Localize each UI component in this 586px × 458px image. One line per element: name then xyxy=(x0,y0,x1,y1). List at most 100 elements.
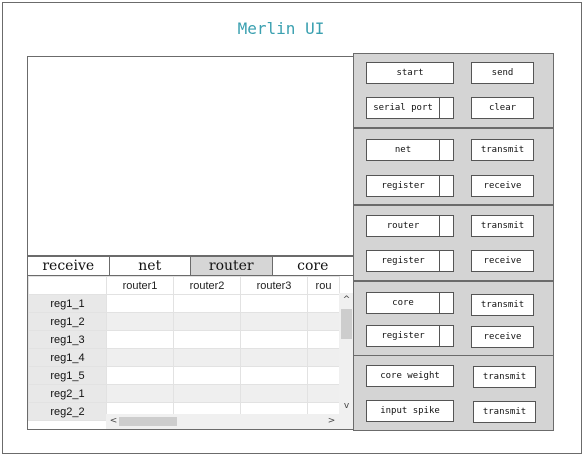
app-title: Merlin UI xyxy=(237,19,325,38)
row-header[interactable]: reg1_2 xyxy=(28,312,107,331)
select-divider xyxy=(439,140,440,160)
table-cell[interactable] xyxy=(307,330,340,349)
scroll-down-icon[interactable]: v xyxy=(343,401,350,411)
table-row: reg1_3 xyxy=(28,330,340,349)
router-receive-button[interactable]: receive xyxy=(471,250,534,272)
weight-spike-panel: core weight transmit input spike transmi… xyxy=(353,355,554,431)
net-select[interactable]: net xyxy=(366,139,454,161)
table-cell[interactable] xyxy=(173,348,241,367)
table-cell[interactable] xyxy=(307,312,340,331)
weight-transmit-button[interactable]: transmit xyxy=(473,366,536,388)
start-button[interactable]: start xyxy=(366,62,454,84)
core-panel: core transmit register receive xyxy=(353,281,554,356)
register-label: register xyxy=(381,256,425,266)
select-divider xyxy=(439,176,440,196)
table-cell[interactable] xyxy=(106,366,174,385)
tab-core[interactable]: core xyxy=(297,258,329,274)
table-cell[interactable] xyxy=(307,348,340,367)
table-cell[interactable] xyxy=(106,384,174,403)
core-transmit-button[interactable]: transmit xyxy=(471,294,534,316)
serial-port-select[interactable]: serial port xyxy=(366,97,454,119)
select-divider xyxy=(439,216,440,236)
row-header[interactable]: reg1_3 xyxy=(28,330,107,349)
spike-transmit-button[interactable]: transmit xyxy=(473,401,536,423)
table-cell[interactable] xyxy=(307,384,340,403)
router-register-select[interactable]: register xyxy=(366,250,454,272)
row-header[interactable]: reg2_2 xyxy=(28,402,107,421)
row-header[interactable]: reg2_1 xyxy=(28,384,107,403)
column-header[interactable]: router1 xyxy=(106,276,174,295)
table-cell[interactable] xyxy=(240,312,308,331)
table-cell[interactable] xyxy=(173,312,241,331)
input-spike-button[interactable]: input spike xyxy=(366,400,454,422)
column-header[interactable]: rou xyxy=(307,276,340,295)
core-weight-button[interactable]: core weight xyxy=(366,365,454,387)
net-panel: net transmit register receive xyxy=(353,128,554,205)
scroll-up-icon[interactable]: ^ xyxy=(342,295,351,305)
table-row: reg1_5 xyxy=(28,366,340,385)
row-header[interactable]: reg1_1 xyxy=(28,294,107,313)
table-cell[interactable] xyxy=(307,294,340,313)
router-transmit-button[interactable]: transmit xyxy=(471,215,534,237)
table-cell[interactable] xyxy=(240,384,308,403)
column-header[interactable]: router2 xyxy=(173,276,241,295)
table-row: reg2_1 xyxy=(28,384,340,403)
horizontal-scroll-thumb[interactable] xyxy=(119,417,177,426)
table-row: reg1_1 xyxy=(28,294,340,313)
scroll-left-icon[interactable]: < xyxy=(109,416,118,426)
vertical-scroll-thumb[interactable] xyxy=(341,309,352,339)
table-cell[interactable] xyxy=(106,312,174,331)
table-cell[interactable] xyxy=(173,366,241,385)
table-cell[interactable] xyxy=(173,330,241,349)
net-label: net xyxy=(394,145,412,155)
table-corner xyxy=(28,276,107,295)
table-cell[interactable] xyxy=(173,294,241,313)
table-cell[interactable] xyxy=(106,294,174,313)
vertical-scrollbar[interactable]: ^ v xyxy=(339,293,353,414)
table-cell[interactable] xyxy=(240,330,308,349)
core-register-select[interactable]: register xyxy=(366,325,454,347)
table-cell[interactable] xyxy=(106,330,174,349)
send-button[interactable]: send xyxy=(471,62,534,84)
tab-router[interactable]: router xyxy=(191,257,273,275)
serial-port-label: serial port xyxy=(373,103,433,113)
select-divider xyxy=(439,326,440,346)
net-receive-button[interactable]: receive xyxy=(471,175,534,197)
output-display[interactable] xyxy=(27,56,354,256)
table-row: reg1_4 xyxy=(28,348,340,367)
row-header[interactable]: reg1_5 xyxy=(28,366,107,385)
register-table: router1 router2 router3 rou reg1_1 reg1_… xyxy=(27,276,354,430)
router-label: router xyxy=(386,221,420,231)
table-cell[interactable] xyxy=(240,348,308,367)
table-cell[interactable] xyxy=(240,366,308,385)
register-label: register xyxy=(381,181,425,191)
core-label: core xyxy=(392,298,414,308)
column-header[interactable]: router3 xyxy=(240,276,308,295)
register-label: register xyxy=(381,331,425,341)
scroll-corner xyxy=(339,414,353,429)
horizontal-scrollbar[interactable]: < > xyxy=(106,414,339,429)
table-header-row: router1 router2 router3 rou xyxy=(28,276,340,295)
clear-button[interactable]: clear xyxy=(471,97,534,119)
select-divider xyxy=(439,251,440,271)
table-cell[interactable] xyxy=(106,348,174,367)
tab-net[interactable]: net xyxy=(110,257,191,275)
router-select[interactable]: router xyxy=(366,215,454,237)
net-register-select[interactable]: register xyxy=(366,175,454,197)
core-select[interactable]: core xyxy=(366,292,454,314)
table-cell[interactable] xyxy=(173,384,241,403)
register-grid: router1 router2 router3 rou reg1_1 reg1_… xyxy=(28,276,340,421)
scroll-right-icon[interactable]: > xyxy=(327,416,336,426)
tab-bar: receive net router core xyxy=(27,256,354,276)
row-header[interactable]: reg1_4 xyxy=(28,348,107,367)
table-cell[interactable] xyxy=(307,366,340,385)
main-window: Merlin UI receive net router core router… xyxy=(2,2,582,454)
select-divider xyxy=(439,98,440,118)
tab-receive[interactable]: receive xyxy=(28,257,110,275)
serial-panel: start send serial port clear xyxy=(353,53,554,128)
table-cell[interactable] xyxy=(240,294,308,313)
core-receive-button[interactable]: receive xyxy=(471,326,534,348)
select-divider xyxy=(439,293,440,313)
table-row: reg1_2 xyxy=(28,312,340,331)
net-transmit-button[interactable]: transmit xyxy=(471,139,534,161)
